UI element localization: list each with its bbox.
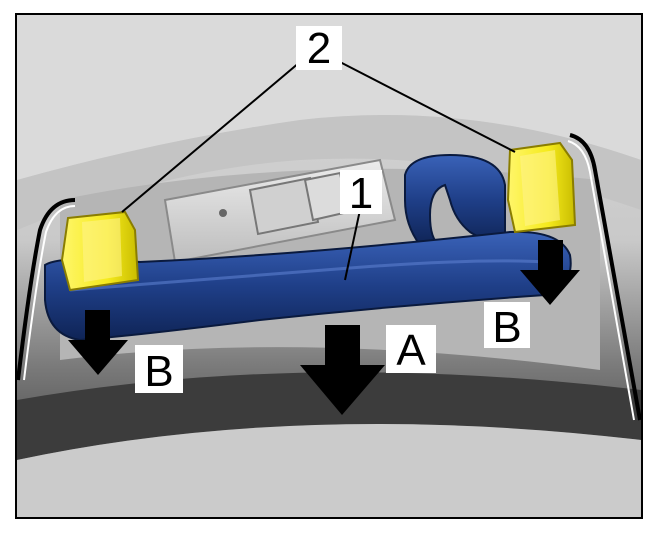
callout-b-left-label: B — [144, 347, 173, 396]
retaining-clip-right — [506, 141, 577, 234]
arrow-a — [300, 325, 385, 415]
arrow-b-left — [68, 310, 128, 375]
leader-lines — [121, 61, 516, 281]
light-switch-panel — [163, 158, 397, 264]
arrow-b-right — [520, 240, 580, 305]
callout-1: 1 — [340, 169, 382, 218]
trim-edges — [16, 133, 642, 421]
callout-b-right: B — [484, 302, 530, 352]
callout-b-left: B — [135, 345, 183, 396]
callout-2: 2 — [296, 24, 342, 73]
trim-edge-highlights — [23, 140, 635, 421]
callout-a: A — [386, 325, 436, 375]
callout-2-label: 2 — [307, 24, 331, 73]
callout-a-label: A — [396, 326, 426, 375]
callout-b-right-label: B — [492, 303, 521, 352]
callout-1-label: 1 — [349, 169, 373, 218]
retaining-clip-left — [60, 210, 140, 292]
